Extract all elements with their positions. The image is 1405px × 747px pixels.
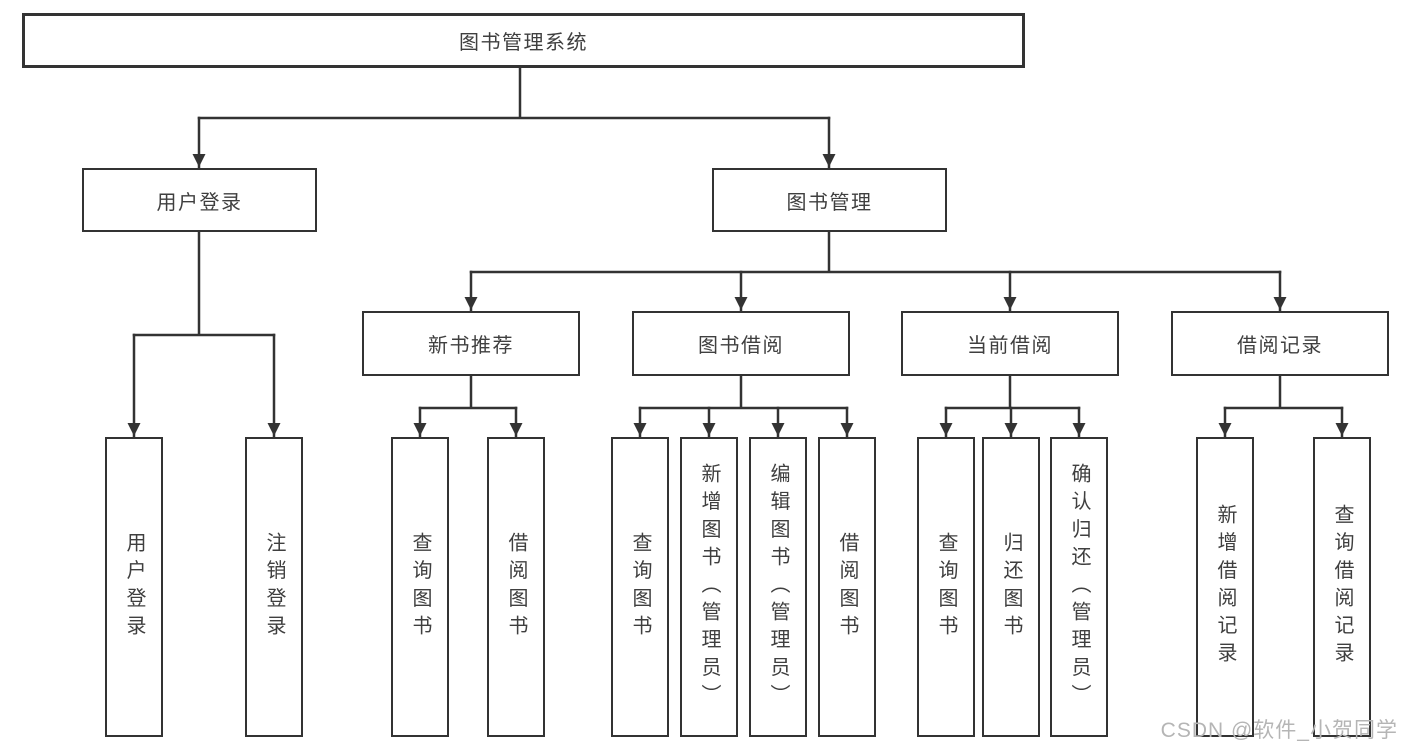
node-query-books-recommend: 查询图书 bbox=[391, 437, 449, 737]
node-return-books: 归还图书 bbox=[982, 437, 1040, 737]
node-label: 查询图书 bbox=[935, 531, 957, 643]
node-label: 确认归还（管理员） bbox=[1068, 462, 1090, 712]
csdn-watermark: CSDN @软件_小贺同学 bbox=[1160, 719, 1398, 742]
node-edit-book-admin: 编辑图书（管理员） bbox=[749, 437, 807, 737]
node-label: 用户登录 bbox=[123, 531, 145, 643]
node-add-borrow-record: 新增借阅记录 bbox=[1196, 437, 1254, 737]
node-borrowing-records: 借阅记录 bbox=[1171, 311, 1389, 376]
connector-book-management-children bbox=[464, 230, 1287, 312]
node-label: 借阅记录 bbox=[1237, 335, 1323, 357]
node-query-books-current: 查询图书 bbox=[917, 437, 975, 737]
node-confirm-return-admin: 确认归还（管理员） bbox=[1050, 437, 1108, 737]
node-add-book-admin: 新增图书（管理员） bbox=[680, 437, 738, 737]
connector-current-borrow-children bbox=[939, 374, 1086, 438]
node-label: 编辑图书（管理员） bbox=[767, 462, 789, 712]
node-label: 图书管理系统 bbox=[459, 32, 588, 54]
node-label: 新增借阅记录 bbox=[1214, 504, 1236, 670]
node-label: 查询借阅记录 bbox=[1331, 504, 1353, 670]
connector-new-book-children bbox=[413, 374, 523, 438]
node-new-book-recommendation: 新书推荐 bbox=[362, 311, 580, 376]
node-query-borrow-record: 查询借阅记录 bbox=[1313, 437, 1371, 737]
node-book-borrowing: 图书借阅 bbox=[632, 311, 850, 376]
node-logout: 注销登录 bbox=[245, 437, 303, 737]
node-borrow-books-recommend: 借阅图书 bbox=[487, 437, 545, 737]
node-query-books-borrowing: 查询图书 bbox=[611, 437, 669, 737]
node-user-login-branch: 用户登录 bbox=[82, 168, 317, 232]
node-library-management-system: 图书管理系统 bbox=[22, 13, 1025, 68]
node-label: 新增图书（管理员） bbox=[698, 462, 720, 712]
node-label: 借阅图书 bbox=[505, 531, 527, 643]
node-label: 查询图书 bbox=[409, 531, 431, 643]
connector-book-borrow-children bbox=[633, 374, 854, 438]
node-label: 用户登录 bbox=[156, 191, 243, 214]
node-label: 图书管理 bbox=[786, 191, 873, 214]
node-label: 归还图书 bbox=[1000, 531, 1022, 643]
node-label: 查询图书 bbox=[629, 531, 651, 643]
connector-user-login-children bbox=[127, 230, 281, 438]
node-borrow-books: 借阅图书 bbox=[818, 437, 876, 737]
connector-borrow-records-children bbox=[1218, 374, 1349, 438]
node-user-login: 用户登录 bbox=[105, 437, 163, 737]
node-label: 注销登录 bbox=[263, 531, 285, 643]
node-label: 当前借阅 bbox=[967, 335, 1053, 357]
connector-root-to-branches bbox=[192, 66, 836, 169]
node-label: 图书借阅 bbox=[698, 335, 784, 357]
node-label: 新书推荐 bbox=[428, 335, 514, 357]
node-book-management-branch: 图书管理 bbox=[712, 168, 947, 232]
node-label: 借阅图书 bbox=[836, 531, 858, 643]
node-current-borrowing: 当前借阅 bbox=[901, 311, 1119, 376]
